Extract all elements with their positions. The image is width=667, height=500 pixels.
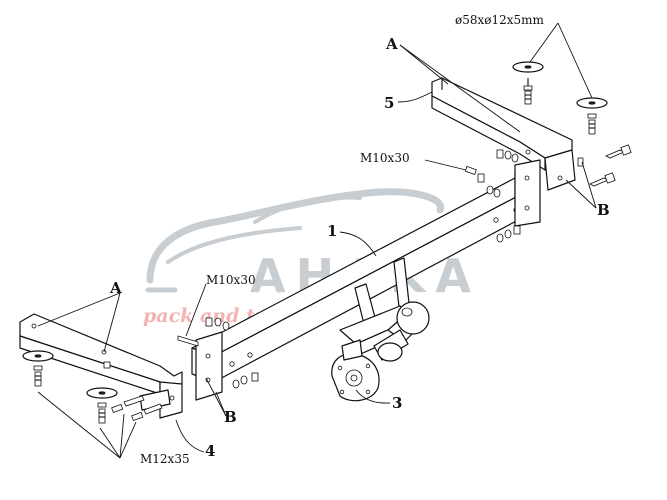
label-part-1: 1 xyxy=(327,222,337,240)
watermark-car-logo xyxy=(145,188,445,293)
bolts-left-side xyxy=(103,361,163,422)
label-bolt-m12: M12x35 xyxy=(140,452,190,466)
washer-left-1 xyxy=(22,350,54,387)
label-washer-spec: ø58xø12x5mm xyxy=(455,13,545,27)
washer-top-right-2 xyxy=(576,97,608,135)
label-a-left: A xyxy=(109,279,122,297)
part-3-socket-plate xyxy=(331,339,380,402)
label-bolt-m10-top: M10x30 xyxy=(360,151,410,165)
label-bolt-m10-left: M10x30 xyxy=(206,273,256,287)
label-b-left: B xyxy=(224,408,237,426)
label-a-top: A xyxy=(385,35,398,53)
hardware-crossbar-left xyxy=(177,317,259,389)
label-part-4: 4 xyxy=(205,442,215,460)
washer-left-2 xyxy=(86,387,118,424)
washer-top-right-1 xyxy=(512,61,544,105)
hardware-crossbar-right xyxy=(464,149,521,243)
part-5-right-bracket xyxy=(431,77,576,191)
crossbar-right-endplate xyxy=(514,159,541,227)
label-b-right: B xyxy=(597,201,610,219)
label-part-5: 5 xyxy=(384,94,394,112)
crossbar-left-endplate xyxy=(195,331,223,401)
tow-ball xyxy=(373,301,430,362)
leader-lines xyxy=(37,22,597,459)
bolts-right-b xyxy=(577,144,632,187)
label-part-3: 3 xyxy=(392,394,402,412)
part-4-left-bracket xyxy=(19,313,183,419)
